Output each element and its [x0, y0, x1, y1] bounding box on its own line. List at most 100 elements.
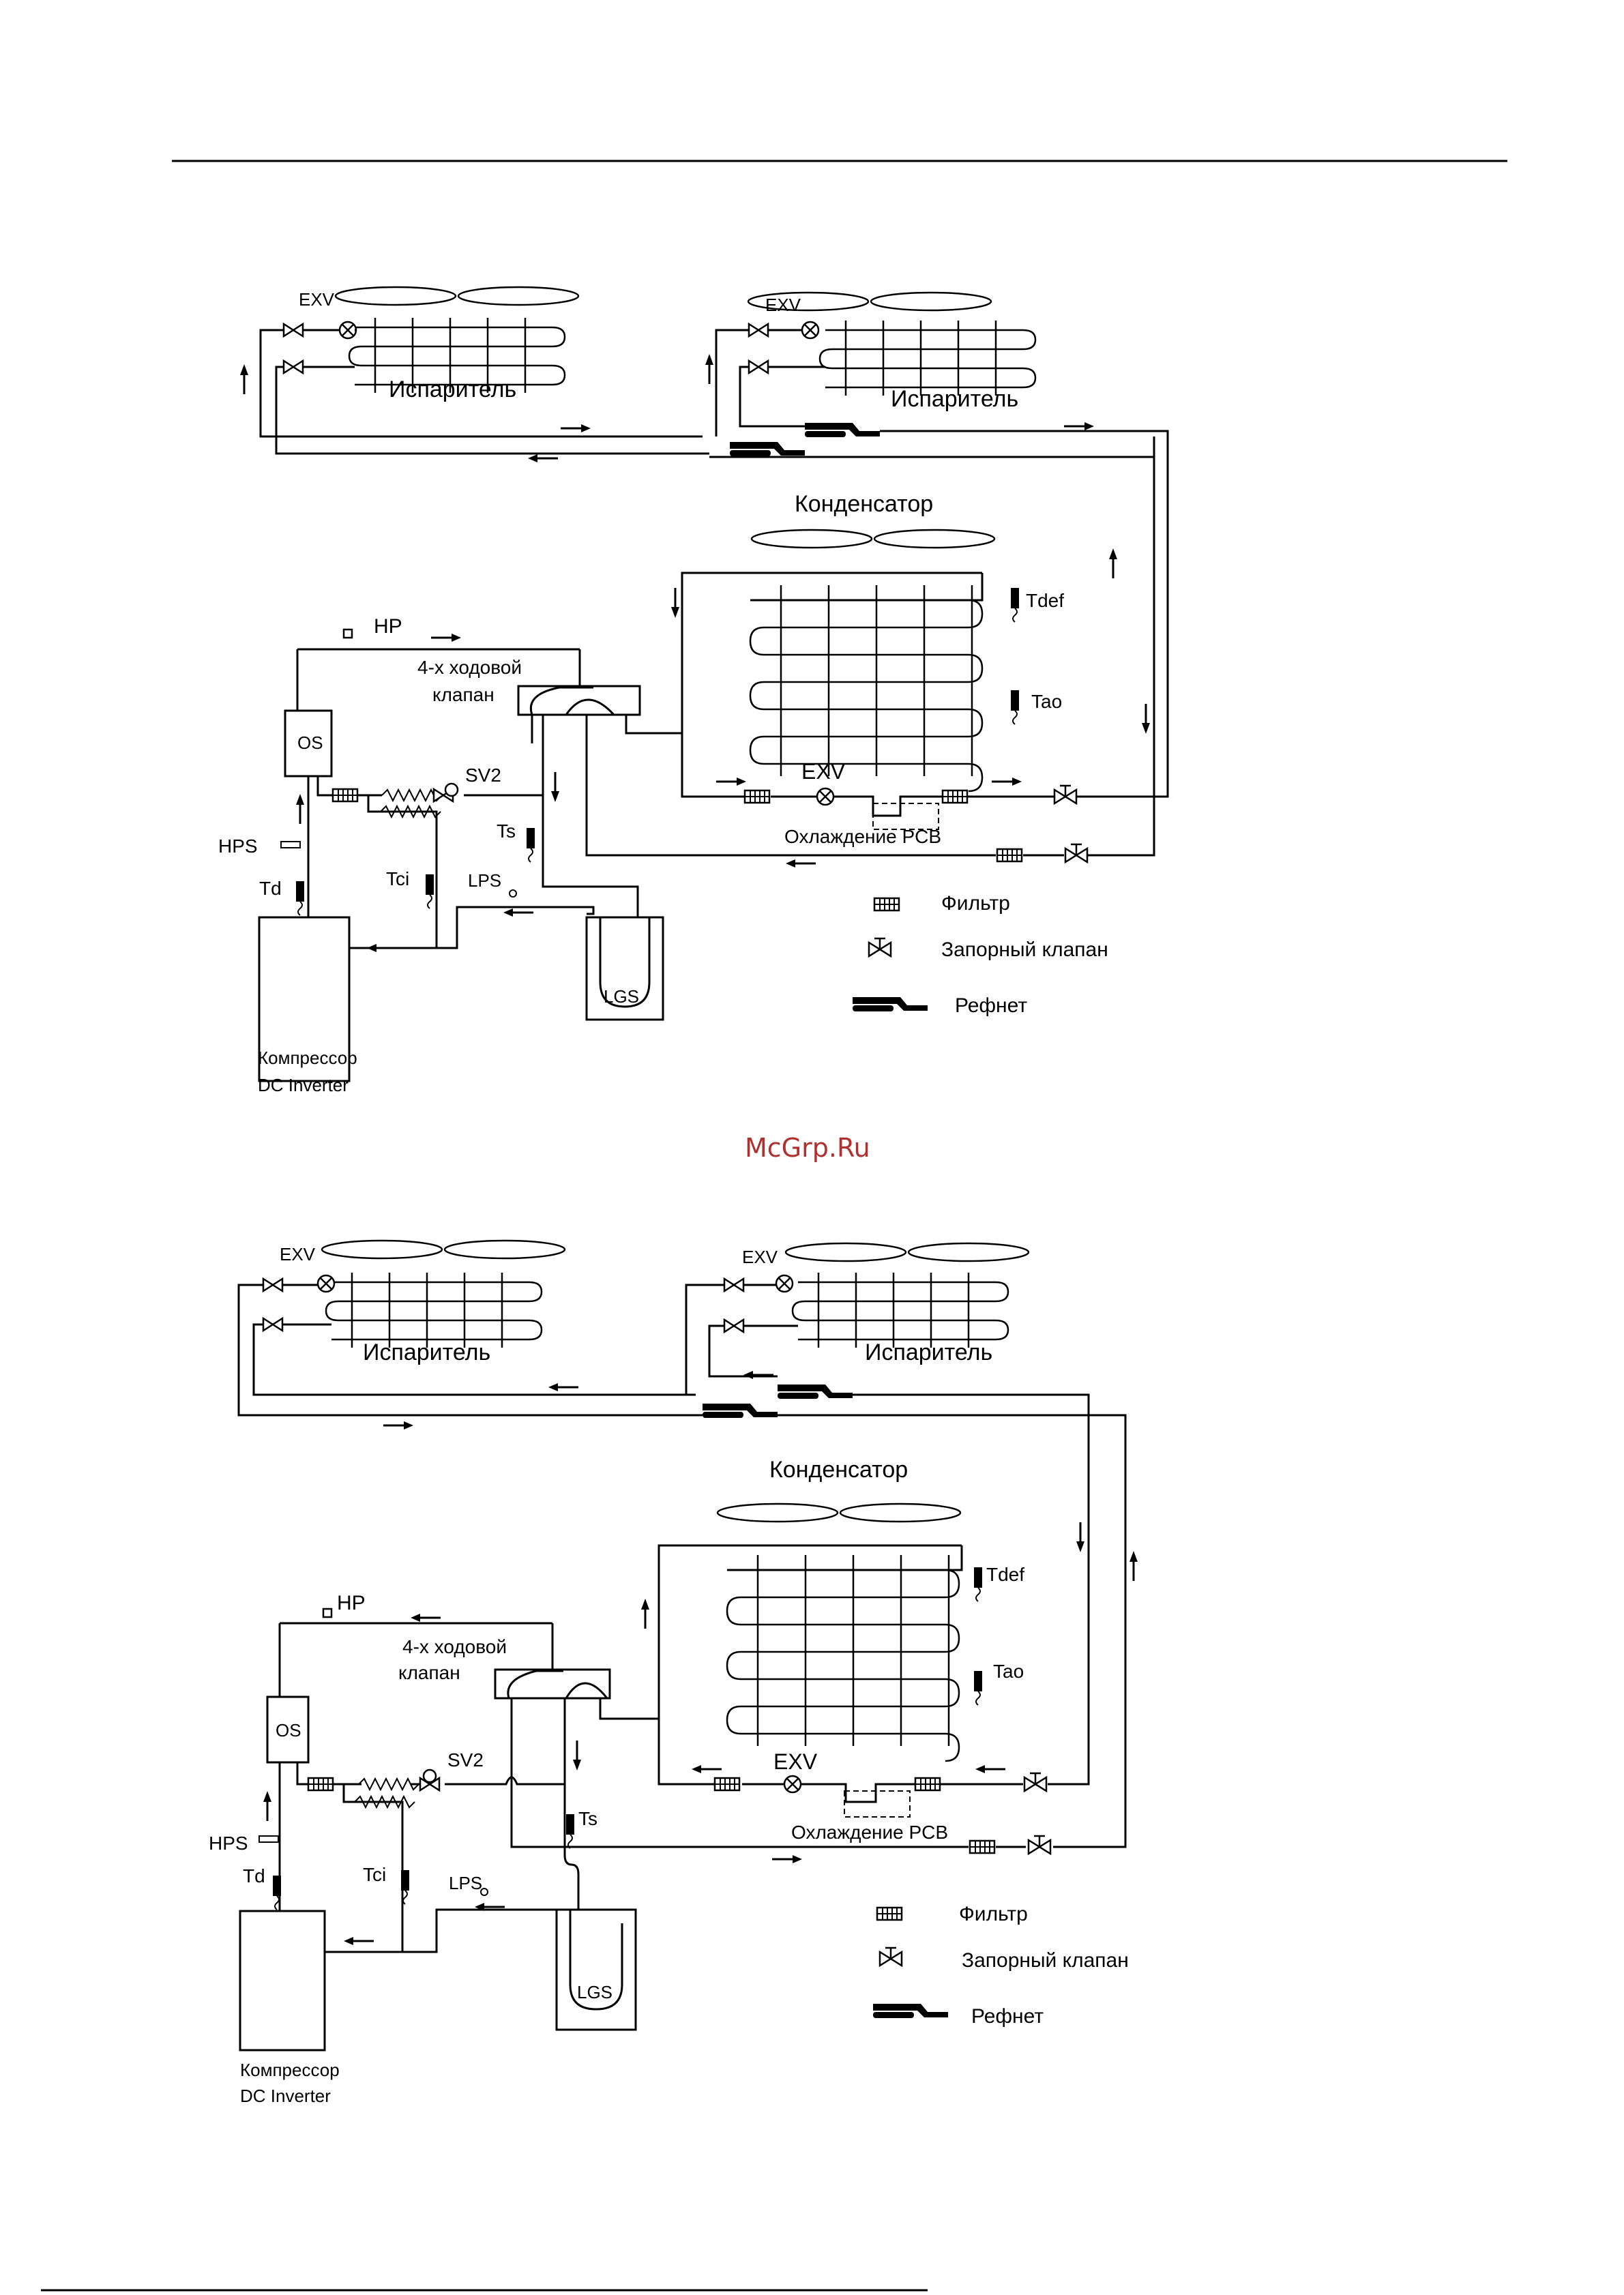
filter-icon [969, 1839, 996, 1854]
oil-separator [266, 1696, 310, 1764]
legend-refnet-icon [873, 2004, 948, 2018]
evaporator-right: EXV Испаритель [685, 1242, 1030, 1395]
flow-arrow-icon [742, 1369, 775, 1380]
tao-label: Tao [993, 1661, 1024, 1682]
ts-sensor-icon [526, 827, 535, 863]
valve-icon [262, 1277, 284, 1292]
tdef-label: Tdef [1026, 590, 1064, 611]
fan-icon [321, 1239, 566, 1260]
tci-sensor-icon [425, 874, 434, 909]
legend-stop-valve-icon [868, 937, 892, 958]
flow-arrow-icon [409, 1612, 442, 1623]
legend-stop-valve-label: Запорный клапан [962, 1949, 1129, 1972]
hp-switch-icon [322, 1608, 333, 1618]
ts-label: Ts [578, 1808, 597, 1829]
exv-label: EXV [742, 1247, 778, 1267]
flow-arrow-icon [572, 1739, 582, 1772]
exv-icon [316, 1274, 336, 1293]
evaporator-label: Испаритель [363, 1339, 490, 1365]
flow-arrow-icon [690, 1764, 723, 1775]
flow-arrow-icon [547, 1382, 580, 1393]
flow-arrow-icon [784, 858, 817, 869]
tdef-label: Tdef [986, 1564, 1024, 1585]
four-way-valve-label-1: 4-х ходовой [402, 1636, 507, 1657]
flow-arrow-icon [715, 776, 748, 787]
exv-icon [775, 1274, 794, 1293]
compressor [258, 916, 351, 1082]
evaporator-coil-icon [818, 319, 1037, 397]
tci-label: Tci [386, 868, 409, 889]
stop-valve-icon [1027, 1835, 1052, 1855]
refnet-icon [778, 1385, 853, 1399]
sv2-label: SV2 [465, 765, 501, 786]
exv-icon [816, 787, 835, 806]
lgs-label: LGS [604, 986, 639, 1007]
flow-arrow-icon [502, 907, 535, 918]
valve-icon [262, 1317, 284, 1332]
condenser: Конденсатор Tdef Tao [640, 1457, 1024, 1786]
compressor [239, 1910, 326, 2052]
flow-arrow-icon [559, 423, 592, 434]
pcb-cooling-box [844, 1790, 911, 1818]
exv-main-label: EXV [801, 759, 846, 784]
condenser-label: Конденсатор [769, 1457, 908, 1483]
flow-arrow-icon [771, 1854, 803, 1865]
hp-label: HP [374, 615, 402, 638]
evaporator-coil-icon [791, 1271, 1009, 1349]
capillary-tube-icon [358, 1778, 419, 1790]
legend-filter-icon [873, 897, 900, 912]
flow-arrow-icon [295, 793, 306, 825]
evaporator-coil-icon [325, 1271, 543, 1349]
flow-arrow-icon [1108, 547, 1119, 580]
filter-icon [307, 1777, 334, 1792]
flow-arrow-icon [974, 1764, 1007, 1775]
compressor-label-1: Компрессор [258, 1048, 357, 1068]
four-way-valve-label-1: 4-х ходовой [417, 657, 522, 678]
valve-icon [723, 1277, 745, 1292]
lps-label: LPS [449, 1873, 482, 1893]
lgs-vessel [555, 1908, 637, 2031]
evaporator-right: EXV Испаритель [704, 291, 1037, 436]
filter-icon [996, 848, 1023, 863]
lps-label: LPS [468, 870, 501, 891]
filter-icon [331, 788, 359, 803]
sv2-label: SV2 [447, 1749, 484, 1771]
valve-icon [282, 359, 304, 374]
valve-icon [748, 323, 769, 338]
exv-label: EXV [299, 289, 335, 310]
flow-arrow-icon [342, 1936, 375, 1946]
legend-refnet-label: Рефнет [955, 994, 1027, 1017]
legend-refnet-icon [853, 997, 928, 1011]
hps-switch-icon [259, 1835, 279, 1843]
legend-refnet-label: Рефнет [971, 2005, 1044, 2028]
hps-switch-icon [280, 841, 301, 848]
evaporator-left: EXV Испаритель [239, 286, 709, 455]
evaporator-label: Испаритель [389, 376, 516, 402]
flow-arrow-icon [704, 353, 715, 385]
hps-label: HPS [209, 1833, 248, 1854]
tao-label: Tao [1031, 691, 1062, 712]
lgs-label: LGS [577, 1982, 612, 2002]
evaporator-label: Испаритель [865, 1339, 992, 1365]
evaporator-left: EXV Испаритель [237, 1239, 703, 1417]
hp-label: HP [337, 1592, 366, 1614]
td-label: Td [259, 878, 282, 899]
fan-icon [784, 1242, 1030, 1262]
four-way-valve-body [517, 685, 641, 716]
legend-filter-label: Фильтр [941, 892, 1010, 915]
refnet-icon [730, 442, 805, 456]
exv-icon [783, 1775, 802, 1794]
watermark: McGrp.Ru [745, 1133, 870, 1163]
td-sensor-icon [295, 880, 305, 916]
condenser-label: Конденсатор [795, 491, 933, 517]
valve-icon [723, 1318, 745, 1333]
tdef-sensor-icon [1010, 587, 1020, 623]
pcb-cooling-label: Охлаждение PCB [784, 826, 941, 847]
flow-arrow-icon [1075, 1521, 1086, 1554]
pcb-cooling-label: Охлаждение PCB [791, 1822, 948, 1843]
valve-icon [748, 359, 769, 374]
filter-icon [914, 1777, 941, 1792]
four-way-valve: 4-х ходовой клапан [280, 1622, 659, 1910]
legend-filter-label: Фильтр [959, 1903, 1028, 1925]
